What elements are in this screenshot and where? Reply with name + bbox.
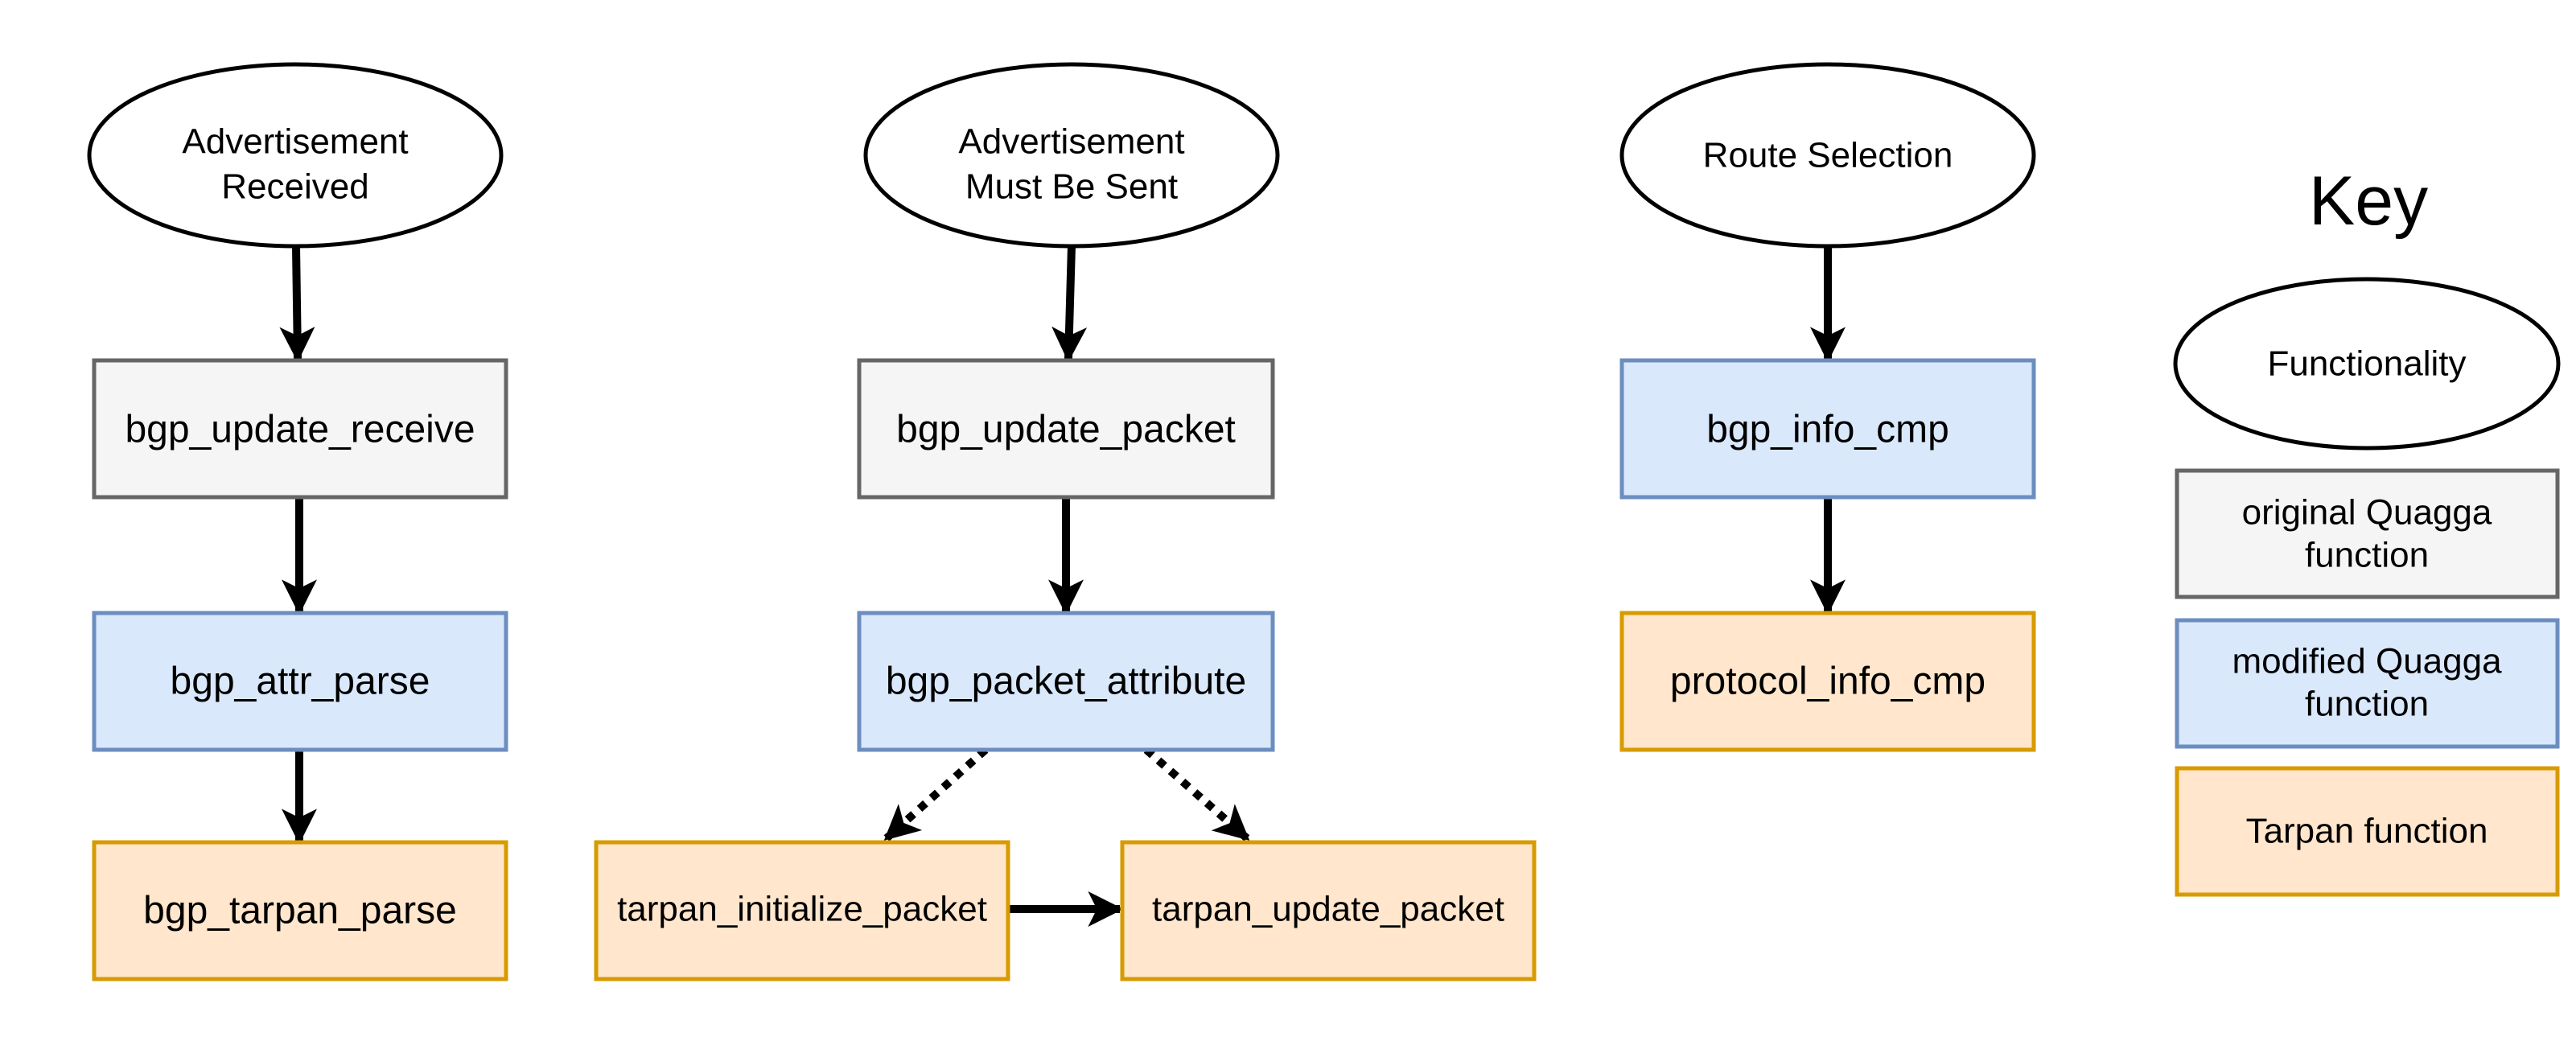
event-received-line2: Received [221,167,368,207]
column-sent: Advertisement Must Be Sent bgp_update_pa… [594,62,1537,981]
node-label: protocol_info_cmp [1670,660,1985,703]
node-bgp-update-packet: bgp_update_packet [857,358,1275,500]
node-bgp-tarpan-parse: bgp_tarpan_parse [92,840,508,981]
node-tarpan-initialize-packet: tarpan_initialize_packet [594,840,1010,981]
legend-functionality-label: Functionality [2267,344,2466,384]
node-label: bgp_attr_parse [171,660,430,703]
edge-received-to-update-receive [279,245,315,363]
node-bgp-info-cmp: bgp_info_cmp [1619,358,2036,500]
event-sent-line2: Must Be Sent [965,167,1178,207]
column-selection: Route Selection bgp_info_cmp protocol_in… [1619,62,2036,752]
legend: Key Functionality original Quagga functi… [2173,163,2561,897]
column-received: Advertisement Received bgp_update_receiv… [87,62,508,981]
event-selection-label: Route Selection [1703,136,1953,175]
legend-original-line2: function [2305,536,2429,575]
node-label: bgp_update_packet [896,409,1236,451]
node-label: tarpan_update_packet [1152,890,1504,929]
node-bgp-update-receive: bgp_update_receive [92,358,508,500]
edge-packet-attribute-to-initialize-dotted [883,747,989,841]
edges [279,245,1846,927]
legend-title: Key [2309,163,2428,240]
node-label: bgp_info_cmp [1706,409,1949,451]
legend-functionality: Functionality [2173,277,2561,451]
legend-tarpan-label: Tarpan function [2246,812,2488,851]
node-bgp-packet-attribute: bgp_packet_attribute [857,611,1275,752]
edge-sent-to-update-packet [1051,245,1088,363]
node-label: bgp_tarpan_parse [143,890,457,932]
legend-original-line1: original Quagga [2242,493,2492,533]
event-advertisement-received: Advertisement Received [87,62,504,249]
node-protocol-info-cmp: protocol_info_cmp [1619,611,2036,752]
node-label: bgp_packet_attribute [886,660,1246,703]
event-route-selection: Route Selection [1619,62,2036,249]
legend-tarpan: Tarpan function [2175,766,2560,897]
event-received-line1: Advertisement [182,122,408,162]
legend-modified-line2: function [2305,685,2429,724]
legend-modified-quagga: modified Quagga function [2175,618,2560,749]
node-bgp-attr-parse: bgp_attr_parse [92,611,508,752]
legend-modified-line1: modified Quagga [2232,642,2502,681]
legend-original-quagga: original Quagga function [2175,468,2560,599]
edge-packet-attribute-to-update-dotted [1143,747,1250,841]
event-sent-line1: Advertisement [958,122,1184,162]
node-label: bgp_update_receive [125,409,475,451]
node-label: tarpan_initialize_packet [617,890,987,929]
node-tarpan-update-packet: tarpan_update_packet [1120,840,1537,981]
event-advertisement-must-be-sent: Advertisement Must Be Sent [863,62,1280,249]
